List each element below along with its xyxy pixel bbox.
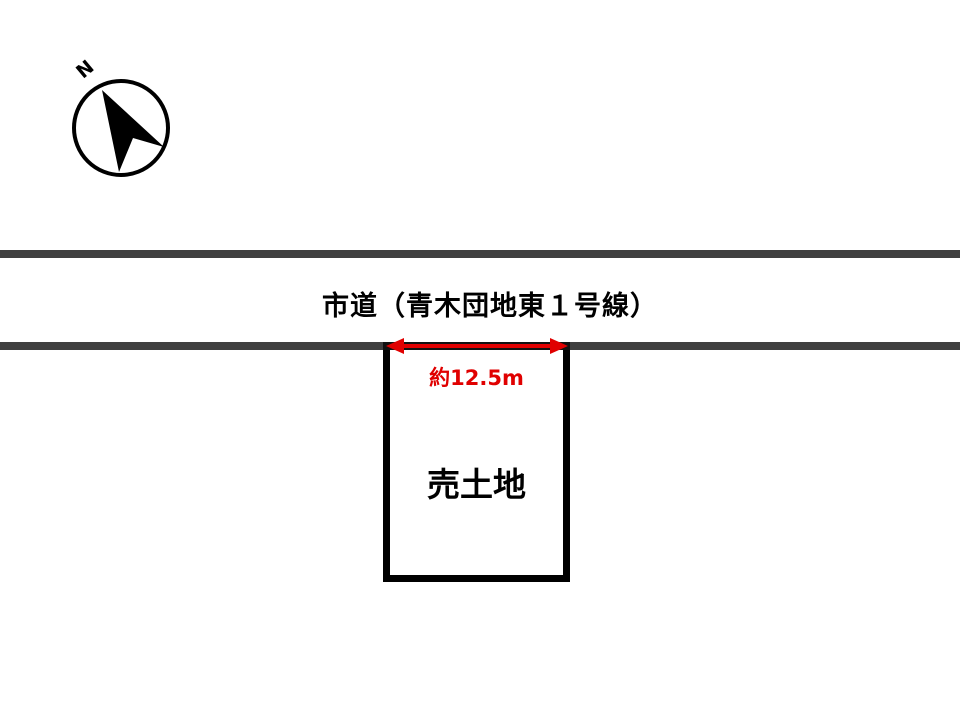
north-compass: N bbox=[62, 55, 177, 184]
frontage-dimension-label: 約12.5m bbox=[429, 366, 524, 390]
lot-for-sale-label: 売土地 bbox=[427, 465, 526, 504]
north-label: N bbox=[72, 56, 98, 83]
lot-parcel bbox=[383, 343, 570, 582]
frontage-dimension-arrow bbox=[386, 338, 568, 354]
road-name-label: 市道（青木団地東１号線） bbox=[322, 291, 658, 322]
north-arrow-icon: N bbox=[72, 56, 170, 177]
road-edge-top bbox=[0, 250, 960, 258]
